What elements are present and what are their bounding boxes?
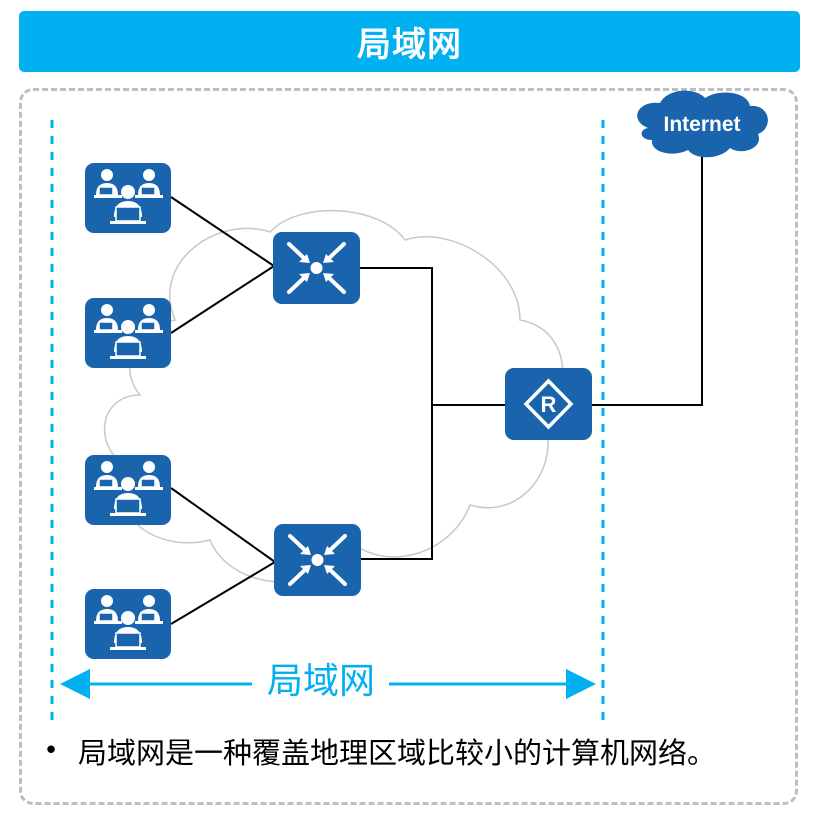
internet-cloud: Internet [637,90,768,158]
bullet-marker: • [43,736,59,766]
workgroup-icon [84,297,172,369]
page-title: 局域网 [357,25,462,65]
content-frame [19,88,798,805]
router-symbol: R [541,392,557,417]
switch-icon [271,230,362,306]
workgroup-icon [84,162,172,234]
workgroup-icon [84,454,172,526]
bullet-text: 局域网是一种覆盖地理区域比较小的计算机网络。 [78,736,717,770]
bullet-item: • 局域网是一种覆盖地理区域比较小的计算机网络。 [28,728,788,774]
internet-label: Internet [663,113,740,136]
switch-icon [272,522,363,598]
router-icon: R [505,368,592,440]
workgroup-icon [84,588,172,660]
network-links [170,148,703,625]
title-bar: 局域网 [19,11,800,72]
lan-label: 局域网 [256,660,386,704]
